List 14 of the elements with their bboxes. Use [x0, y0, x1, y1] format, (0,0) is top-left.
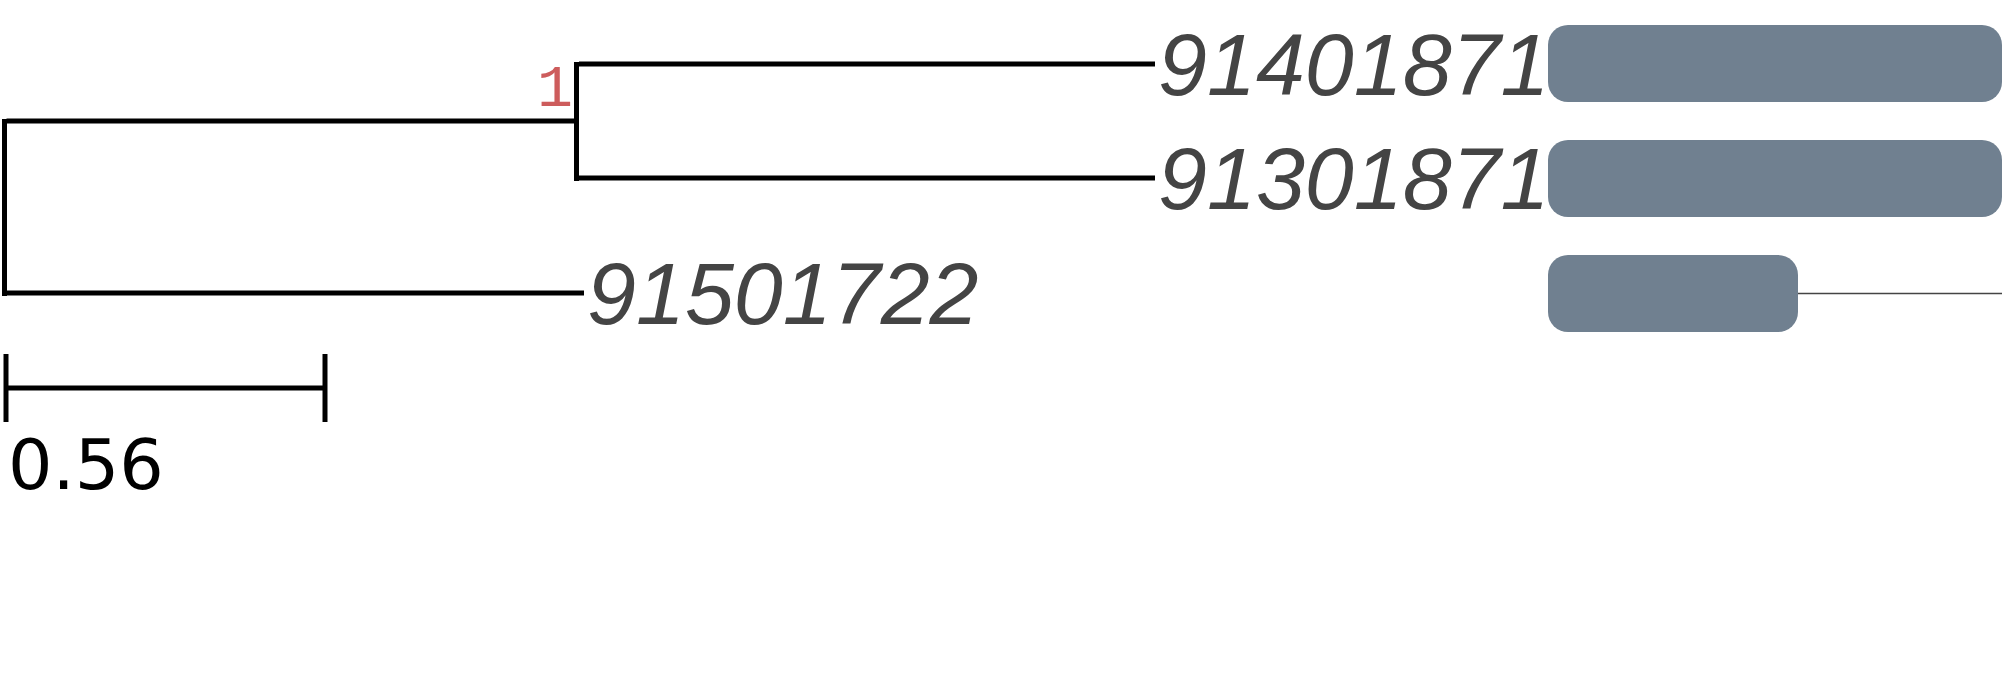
domain-bar — [1548, 140, 2002, 217]
taxon-label: 91401871 — [1158, 21, 1550, 109]
tree-branch — [579, 175, 1155, 181]
scale-value: 0.56 — [8, 430, 164, 500]
support-value: 1 — [537, 59, 573, 120]
tree-junction — [1, 118, 7, 296]
tree-branch — [579, 61, 1155, 67]
taxon-label: 91501722 — [587, 250, 979, 338]
domain-bar — [1548, 25, 2002, 102]
taxon-label: 91301871 — [1158, 135, 1550, 223]
domain-bar — [1548, 255, 1798, 332]
tree-branch — [6, 290, 584, 296]
tree-junction — [574, 61, 579, 181]
tree-branch — [6, 118, 574, 124]
